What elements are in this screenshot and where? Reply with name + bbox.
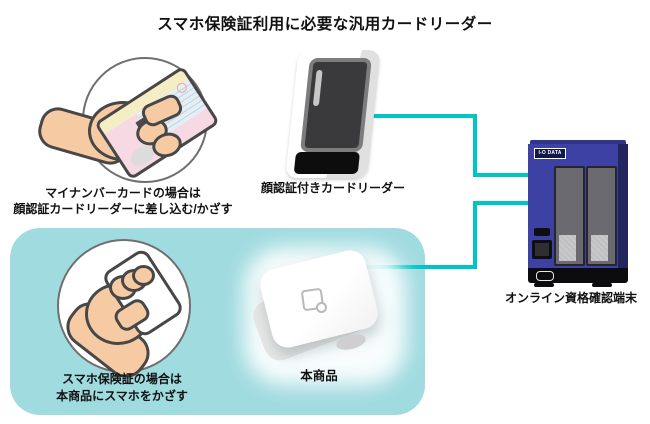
face-recognition-reader xyxy=(285,50,381,182)
smartphone-caption-line2: 本商品にスマホをかざす xyxy=(56,389,188,403)
connector-facereader-vertical xyxy=(473,114,477,177)
mynumber-caption-line2: 顔認証カードリーダーに差し込む/かざす xyxy=(13,202,233,216)
face-reader-label: 顔認証付きカードリーダー xyxy=(260,181,405,195)
mynumber-caption-line1: マイナンバーカードの場合は xyxy=(45,186,201,200)
online-qualification-terminal: I-O DATA xyxy=(526,140,630,290)
hand-finger xyxy=(132,265,155,286)
page-title: スマホ保険証利用に必要な汎用カードリーダー xyxy=(157,16,493,33)
connector-product-horizontal xyxy=(363,265,477,269)
face-reader-screen xyxy=(300,58,372,152)
mynumber-illustration-circle xyxy=(33,57,220,183)
face-reader-camera-slit xyxy=(312,70,323,106)
product-label: 本商品 xyxy=(300,369,338,383)
terminal-drive-bay xyxy=(554,166,585,266)
terminal-label: オンライン資格確認端末 xyxy=(504,291,637,305)
terminal-drive-bay xyxy=(586,166,617,266)
terminal-foot xyxy=(592,283,612,287)
product-reader xyxy=(240,243,420,393)
face-reader-card-slot xyxy=(293,152,361,174)
smartphone-illustration-circle xyxy=(57,239,191,386)
terminal-side xyxy=(618,144,628,270)
terminal-button-inner xyxy=(535,243,549,256)
terminal-top xyxy=(530,140,626,146)
drive-bay-vent xyxy=(591,235,608,261)
face-reader-body xyxy=(285,50,381,178)
power-button xyxy=(536,271,554,281)
drive-bay-vent xyxy=(559,235,576,261)
terminal-foot xyxy=(534,283,554,287)
connector-product-to-terminal xyxy=(473,201,530,205)
mynumber-caption: マイナンバーカードの場合は 顔認証カードリーダーに差し込む/かざす xyxy=(0,185,246,217)
smartphone-caption-line1: スマホ保険証の場合は xyxy=(62,372,182,386)
connector-facereader-horizontal xyxy=(370,114,477,118)
nfc-touch-finger-icon xyxy=(316,302,327,313)
terminal-button xyxy=(532,240,552,259)
connector-facereader-to-terminal xyxy=(473,173,530,177)
terminal-indicator xyxy=(534,228,550,236)
io-data-logo: I-O DATA xyxy=(534,148,566,159)
smartphone-caption: スマホ保険証の場合は 本商品にスマホをかざす xyxy=(22,371,222,405)
connector-product-vertical xyxy=(473,201,477,269)
